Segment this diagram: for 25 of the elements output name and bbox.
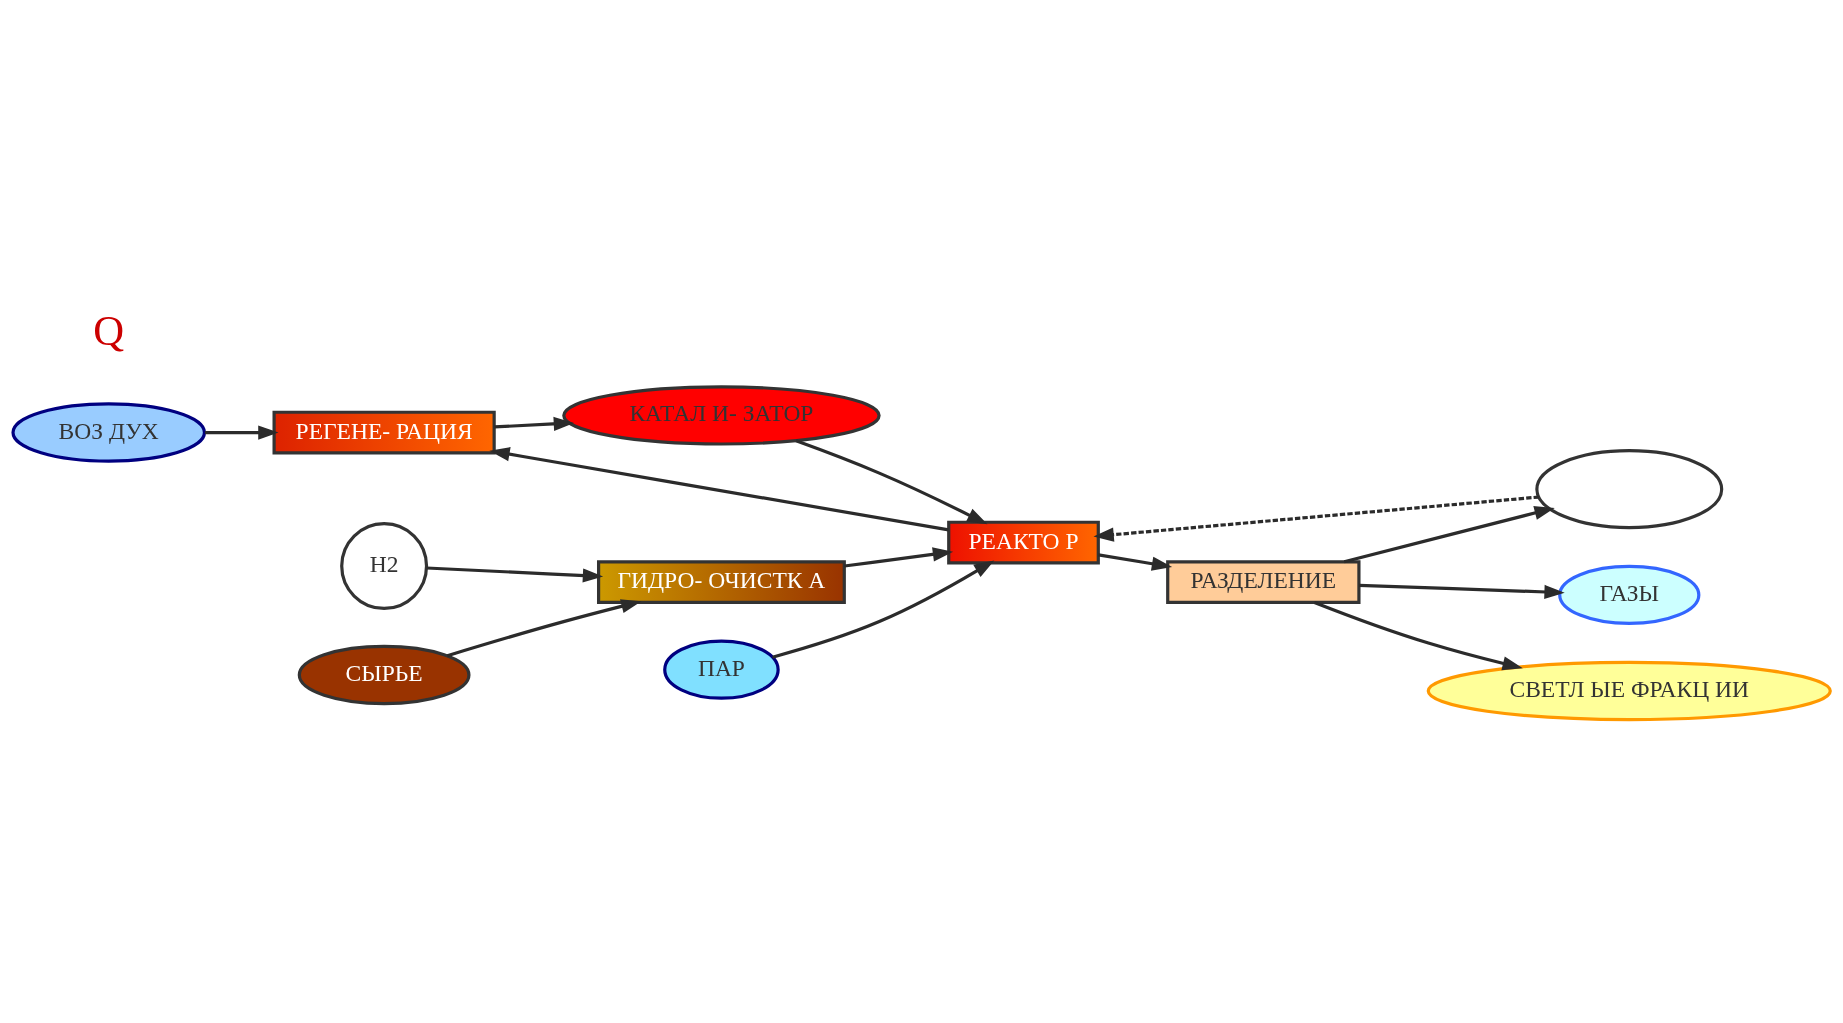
arrow xyxy=(1313,600,1523,671)
node-ellipse: КАТАЛ И- ЗАТОР xyxy=(562,385,881,446)
arrow xyxy=(1098,553,1173,571)
arrow xyxy=(446,599,642,658)
arrow xyxy=(489,447,949,532)
node-ellipse: ВОЗ ДУХ xyxy=(11,402,207,463)
arrow xyxy=(494,416,575,432)
arrow xyxy=(772,560,995,659)
arrow xyxy=(1358,583,1565,600)
arrow xyxy=(1343,506,1555,564)
node-ellipse: ПАР xyxy=(663,639,780,700)
node-ellipse: СЫРЬЕ xyxy=(297,644,471,706)
node-box: РЕАКТО Р xyxy=(947,520,1100,565)
arrow xyxy=(205,425,279,440)
node-ellipse: СВЕТЛ ЫЕ ФРАКЦ ИИ xyxy=(1426,660,1832,722)
arrow xyxy=(426,566,604,583)
node-box: РАЗДЕЛЕНИЕ xyxy=(1166,560,1361,604)
node-ellipse: ГАЗЫ xyxy=(1558,564,1701,626)
label: Q xyxy=(93,306,125,354)
arrow xyxy=(795,439,988,525)
arrow xyxy=(844,547,954,568)
arrow xyxy=(1093,495,1539,542)
node-circle: Н2 xyxy=(340,522,429,611)
node-box: ГИДРО- ОЧИСТК А xyxy=(597,560,846,604)
node-box: РЕГЕНЕ- РАЦИЯ xyxy=(272,410,496,455)
